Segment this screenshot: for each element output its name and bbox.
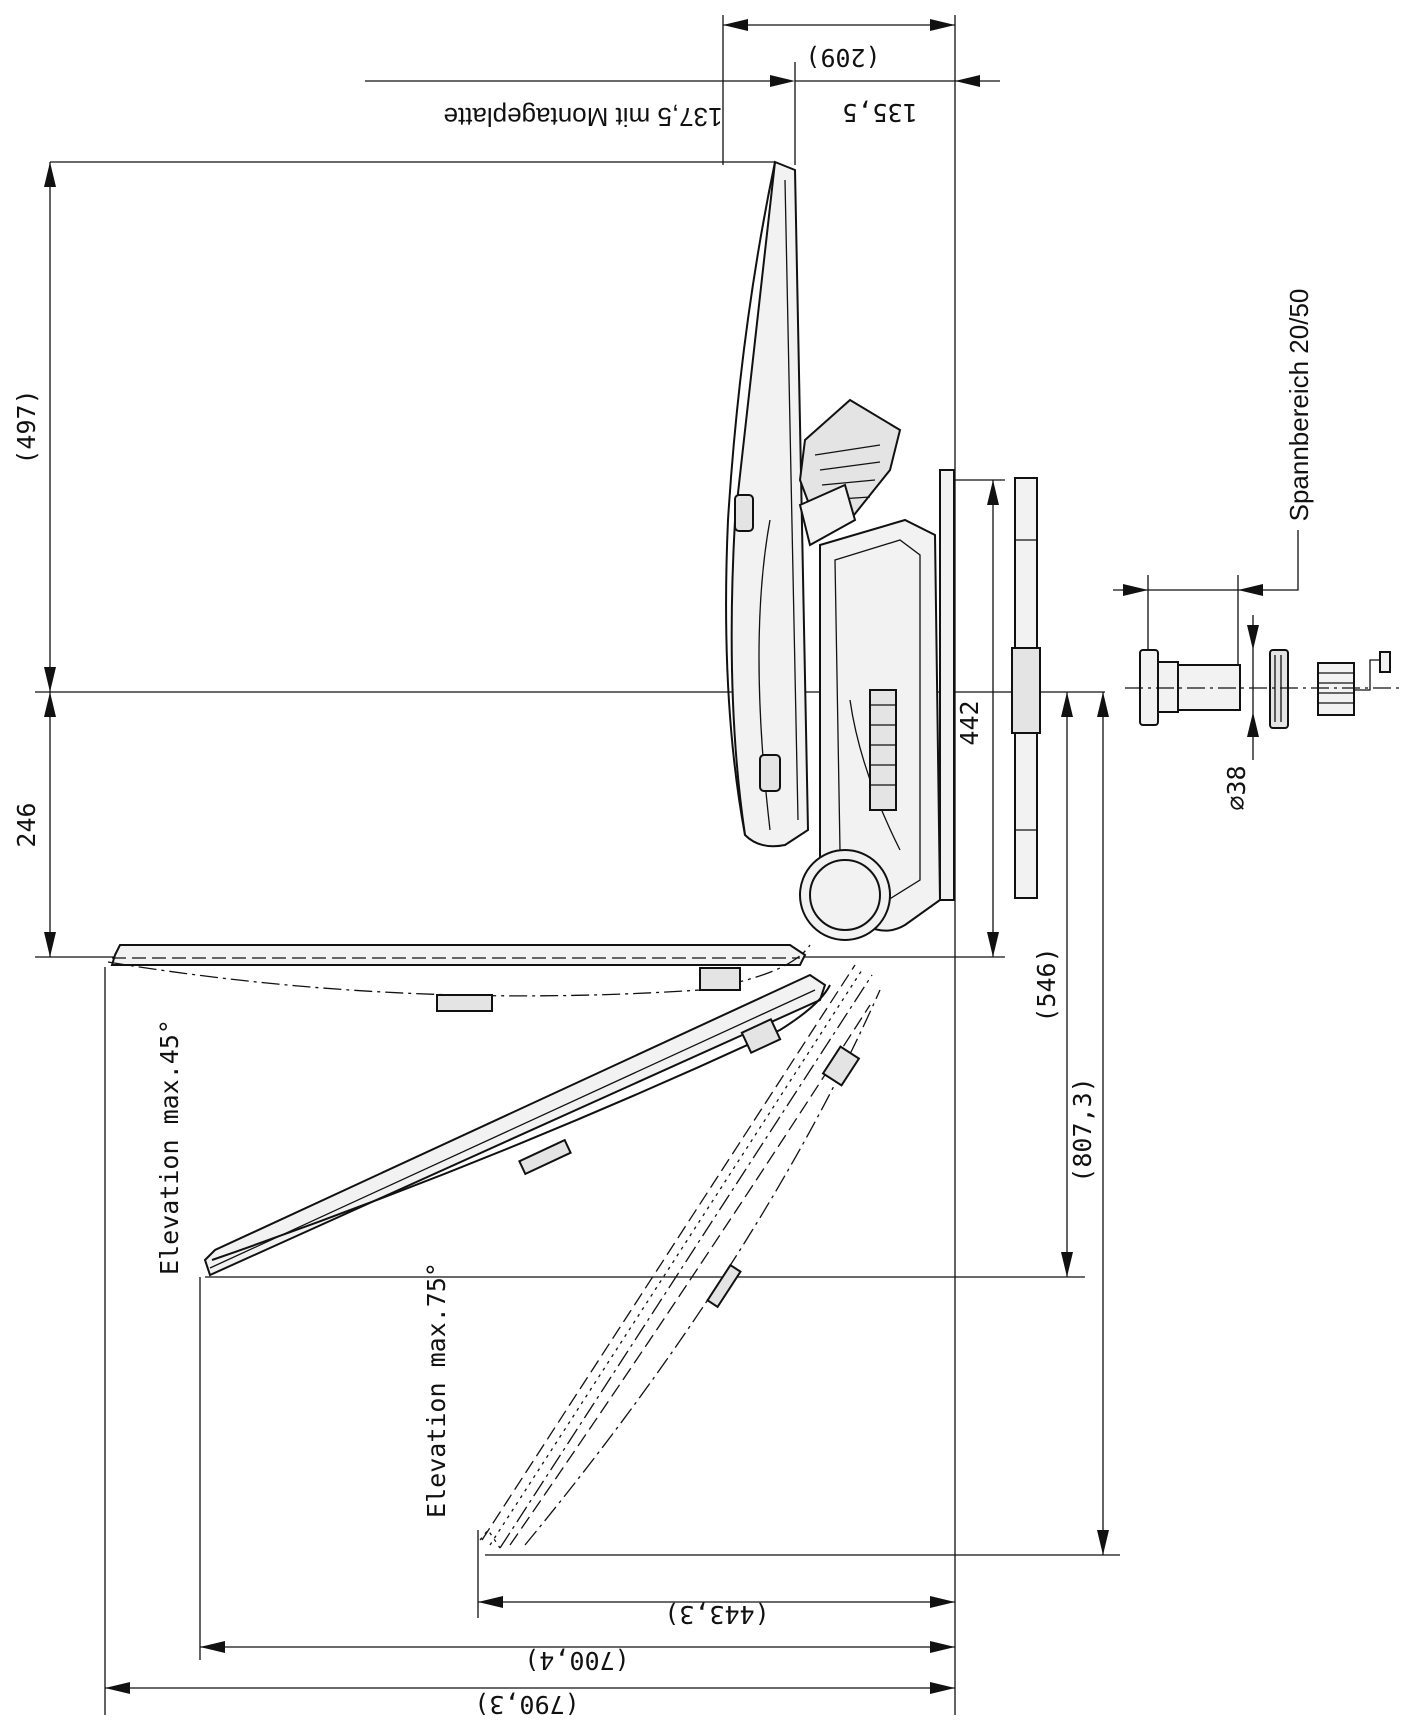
mounting-plate bbox=[939, 469, 1041, 901]
label-elevation-75: Elevation max.75° bbox=[422, 1262, 451, 1518]
dim-700-4: (700,4) bbox=[524, 1646, 629, 1675]
dim-209: (209) bbox=[805, 43, 880, 72]
mount-body bbox=[798, 398, 942, 941]
clamp-detail bbox=[1125, 649, 1400, 729]
monitor-elevation-45 bbox=[203, 973, 831, 1277]
dimension-labels: (209) 135,5 137,5 mit Montageplatte (497… bbox=[12, 43, 1251, 1719]
dim-497: (497) bbox=[12, 389, 41, 464]
monitor-elevation-75 bbox=[479, 964, 881, 1549]
reference-lines bbox=[35, 15, 1120, 1715]
dim-443-3: (443,3) bbox=[664, 1600, 769, 1629]
dim-807-3: (807,3) bbox=[1068, 1077, 1097, 1182]
dim-246: 246 bbox=[12, 802, 41, 847]
dim-137-5-mounting-plate: 137,5 mit Montageplatte bbox=[444, 102, 723, 132]
label-clamping-range: Spannbereich 20/50 bbox=[1284, 289, 1314, 522]
dim-790-3: (790,3) bbox=[474, 1690, 579, 1719]
dim-442: 442 bbox=[955, 700, 984, 745]
dim-546: (546) bbox=[1032, 947, 1061, 1022]
label-elevation-45: Elevation max.45° bbox=[155, 1019, 184, 1275]
dim-135-5: 135,5 bbox=[842, 98, 917, 127]
monitor-upright bbox=[725, 160, 810, 848]
dim-diameter-38: ⌀38 bbox=[1222, 765, 1251, 810]
annotation-labels: Elevation max.45° Elevation max.75° Span… bbox=[155, 289, 1314, 1518]
dimension-lines bbox=[44, 19, 1299, 1694]
monitor-horizontal bbox=[107, 944, 811, 1012]
